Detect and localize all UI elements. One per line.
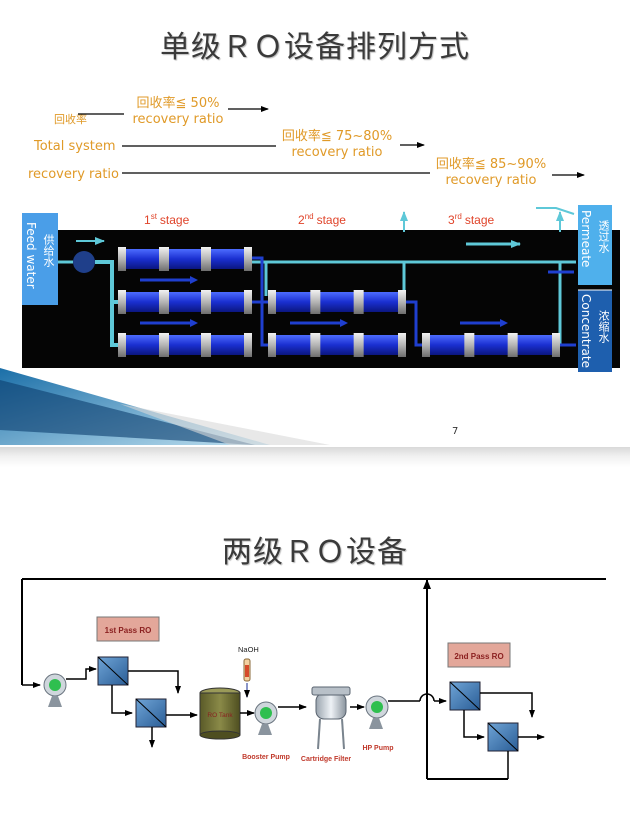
permeate-cn: 透过水 bbox=[597, 220, 610, 253]
vessel-coupling bbox=[464, 333, 475, 357]
ratio-stage2: 回收率≦ 75~80% recovery ratio bbox=[278, 129, 396, 161]
vessel-coupling bbox=[353, 290, 364, 314]
vessel-coupling bbox=[201, 333, 211, 357]
slide-single-stage-ro: 单级ＲＯ设备排列方式 回收率 Total system recovery rat… bbox=[0, 30, 620, 445]
booster-pump-label: Booster Pump bbox=[242, 754, 290, 761]
concentrate-label: Concentrate 浓缩水 bbox=[578, 294, 612, 372]
vessel-coupling bbox=[398, 290, 406, 314]
ratio-stage3-cn: 回收率≦ 85~90% bbox=[435, 157, 547, 172]
vessel-coupling bbox=[118, 247, 126, 271]
vessel-coupling bbox=[159, 247, 169, 271]
ratio-stage2-en: recovery ratio bbox=[291, 145, 383, 160]
permeate-en: Permeate bbox=[579, 210, 593, 268]
vessel-coupling bbox=[268, 333, 276, 357]
naoh-dosing-icon bbox=[243, 658, 251, 682]
pump-icon-1 bbox=[43, 673, 67, 707]
flow-arrowhead-s2 bbox=[340, 319, 348, 327]
feed-water-en: Feed water bbox=[24, 222, 38, 289]
vessel-coupling bbox=[159, 290, 169, 314]
vessel-coupling bbox=[353, 333, 364, 357]
slide2-title: 两级ＲＯ设备 bbox=[222, 535, 408, 570]
feed-pump-icon bbox=[73, 251, 95, 273]
pass1-label: 1st Pass RO bbox=[105, 626, 152, 635]
pass2-label-box bbox=[447, 642, 511, 668]
pass1-label-box bbox=[96, 616, 160, 642]
flow-arrowhead-r3 bbox=[190, 319, 198, 327]
hp-pump-icon bbox=[365, 695, 389, 729]
ro-tank-label: RO Tank bbox=[207, 712, 233, 719]
pressure-vessel bbox=[422, 333, 560, 357]
ro1a-to-ro1b bbox=[111, 685, 133, 716]
vessel-coupling bbox=[310, 333, 321, 357]
vessel-coupling bbox=[244, 290, 252, 314]
concentrate-bar bbox=[578, 290, 612, 372]
ro-tank bbox=[199, 687, 241, 740]
permeate-label: Permeate 透过水 bbox=[578, 210, 612, 282]
pressure-vessel bbox=[268, 333, 406, 357]
page-number: 7 bbox=[452, 426, 459, 437]
slide-two-pass-ro: 两级ＲＯ设备 bbox=[0, 467, 630, 823]
ratio-stage1: 回收率≦ 50% recovery ratio bbox=[130, 96, 226, 128]
vessel-coupling bbox=[244, 333, 252, 357]
permeate-corner bbox=[536, 207, 575, 215]
pressure-vessels bbox=[118, 247, 560, 357]
ro-unit-2a bbox=[449, 681, 481, 711]
flow-arrowhead-r2 bbox=[190, 276, 198, 284]
vessel-coupling bbox=[552, 333, 560, 357]
vessel-coupling bbox=[244, 247, 252, 271]
pressure-vessel bbox=[118, 290, 252, 314]
pump1-to-ro1 bbox=[66, 666, 97, 680]
conc-stage2-line bbox=[402, 300, 426, 347]
decorative-wedge-light bbox=[120, 404, 330, 445]
ro-unit-1b bbox=[135, 698, 167, 728]
vessel-coupling bbox=[118, 290, 126, 314]
permeate-bar bbox=[578, 205, 612, 285]
pressure-vessel bbox=[118, 333, 252, 357]
pass2-label: 2nd Pass RO bbox=[454, 652, 503, 661]
pressure-vessel bbox=[118, 247, 252, 271]
feed-water-label: Feed water 供给水 bbox=[22, 222, 58, 302]
concentrate-cn: 浓缩水 bbox=[597, 310, 610, 343]
ratio-stage1-en: recovery ratio bbox=[132, 112, 224, 127]
feed-water-cn: 供给水 bbox=[42, 234, 55, 267]
hp-pump-label: HP Pump bbox=[363, 745, 394, 752]
vessel-coupling bbox=[118, 333, 126, 357]
label-recovery-cn: 回收率 bbox=[54, 113, 87, 126]
feed-water-bar bbox=[22, 213, 58, 305]
ro1a-permeate bbox=[128, 670, 181, 694]
booster-pump-icon bbox=[254, 701, 278, 735]
vessel-coupling bbox=[201, 247, 211, 271]
vessel-coupling bbox=[201, 290, 211, 314]
pass2-return-arrowhead bbox=[423, 579, 431, 589]
cartridge-filter-label: Cartridge Filter bbox=[301, 756, 351, 763]
two-pass-diagram: 1st Pass RO RO Tank NaOH bbox=[21, 578, 606, 780]
pressure-vessel bbox=[268, 290, 406, 314]
ro2a-permeate bbox=[480, 692, 535, 718]
flow-arrowhead-s3 bbox=[500, 319, 508, 327]
slide-separator bbox=[0, 447, 630, 467]
vessel-coupling bbox=[310, 290, 321, 314]
vessel-coupling bbox=[507, 333, 518, 357]
label-recovery-ratio: recovery ratio bbox=[28, 167, 119, 182]
ro-unit-2b bbox=[487, 722, 519, 752]
ratio-stage1-cn: 回收率≦ 50% bbox=[136, 96, 220, 111]
slide1-title: 单级ＲＯ设备排列方式 bbox=[160, 30, 470, 65]
vessel-coupling bbox=[422, 333, 430, 357]
ro2a-to-ro2b bbox=[463, 710, 485, 740]
ratio-stage3: 回收率≦ 85~90% recovery ratio bbox=[432, 157, 550, 189]
cartridge-filter-icon bbox=[311, 686, 351, 750]
vessel-coupling bbox=[268, 290, 276, 314]
concentrate-en: Concentrate bbox=[579, 294, 593, 368]
ratio-stage2-cn: 回收率≦ 75~80% bbox=[281, 129, 393, 144]
vessel-coupling bbox=[159, 333, 169, 357]
naoh-label: NaOH bbox=[238, 645, 259, 654]
ro-unit-1a bbox=[97, 656, 129, 686]
label-total-system: Total system bbox=[34, 139, 116, 154]
vessel-coupling bbox=[398, 333, 406, 357]
ratio-stage3-en: recovery ratio bbox=[445, 173, 537, 188]
